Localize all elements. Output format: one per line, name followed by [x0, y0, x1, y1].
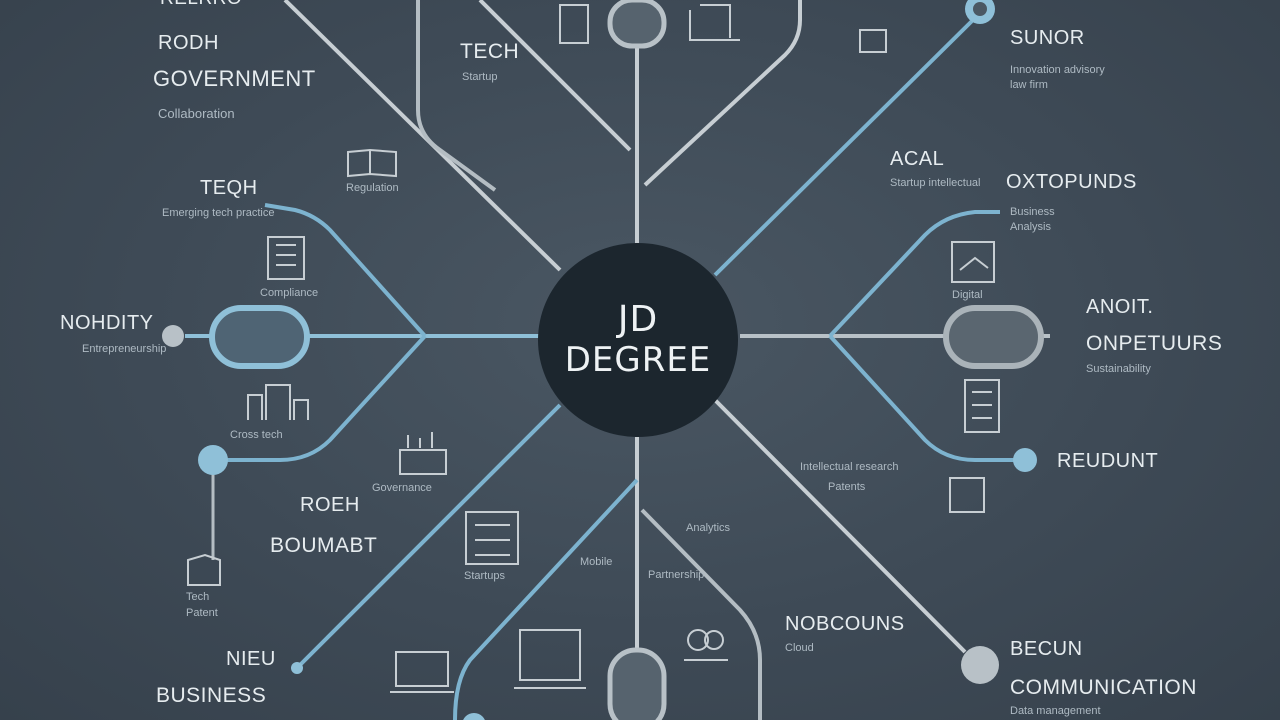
label-tech-top: TECH: [460, 40, 520, 63]
sublabel-nohdity: Entrepreneurship: [82, 343, 167, 355]
hub-line-1: JD: [617, 299, 659, 340]
sublabel-teqh: Emerging tech practice: [162, 207, 275, 219]
label-communication: COMMUNICATION: [1010, 676, 1197, 699]
caption-buildings: Cross tech: [230, 429, 283, 441]
sublabel-nobcouns: Cloud: [785, 642, 814, 654]
label-nohdity: NOHDITY: [60, 312, 154, 334]
label-rodh: RODH: [158, 32, 219, 54]
caption-mid2: Mobile: [580, 556, 613, 568]
label-business: BUSINESS: [156, 684, 267, 707]
caption-small1: Tech: [186, 591, 210, 603]
label-nobcouns: NOBCOUNS: [785, 613, 905, 635]
label-anoit: ANOIT.: [1086, 296, 1154, 318]
caption-mid1: Analytics: [686, 522, 731, 534]
hub-line-2: DEGREE: [564, 340, 712, 380]
sublabel-tech-top: Startup: [462, 71, 498, 83]
caption-book: Regulation: [346, 182, 399, 194]
caption-mid3: Partnership: [648, 569, 705, 581]
caption-bottom-cut: Data management: [1010, 705, 1101, 717]
label-roeh: ROEH: [300, 494, 360, 516]
sublabel-government: Collaboration: [158, 106, 235, 121]
caption-center-right: Intellectual research: [800, 461, 899, 473]
label-boumabt: BOUMABT: [270, 534, 378, 557]
caption-small2: Patent: [186, 607, 218, 619]
caption-network: Startups: [464, 570, 505, 582]
caption-center-right-2: Patents: [828, 481, 866, 493]
sublabel-oxtopunds: Business Analysis: [1010, 206, 1055, 233]
label-government: GOVERNMENT: [153, 66, 316, 91]
label-nieu: NIEU: [226, 648, 276, 670]
caption-chart: Governance: [372, 482, 432, 494]
sublabel-acal: Startup intellectual: [890, 177, 981, 189]
sublabel-sunor: Innovation advisory law firm: [1010, 64, 1105, 91]
label-reudunt: REUDUNT: [1057, 450, 1159, 472]
label-sunor: SUNOR: [1010, 27, 1085, 49]
label-oxtopunds: OXTOPUNDS: [1006, 171, 1137, 193]
center-hub[interactable]: JD DEGREE: [538, 243, 738, 437]
label-onpetuurs: ONPETUURS: [1086, 332, 1223, 355]
caption-docs: Compliance: [260, 287, 319, 299]
label-acal: ACAL: [890, 148, 945, 170]
sublabel-onpetuurs: Sustainability: [1086, 363, 1151, 375]
caption-right-icon1: Digital: [952, 289, 983, 301]
label-becun: BECUN: [1010, 638, 1083, 660]
label-teqh: TEQH: [200, 177, 258, 199]
label-top-left-cut: RELRRO: [160, 0, 242, 10]
